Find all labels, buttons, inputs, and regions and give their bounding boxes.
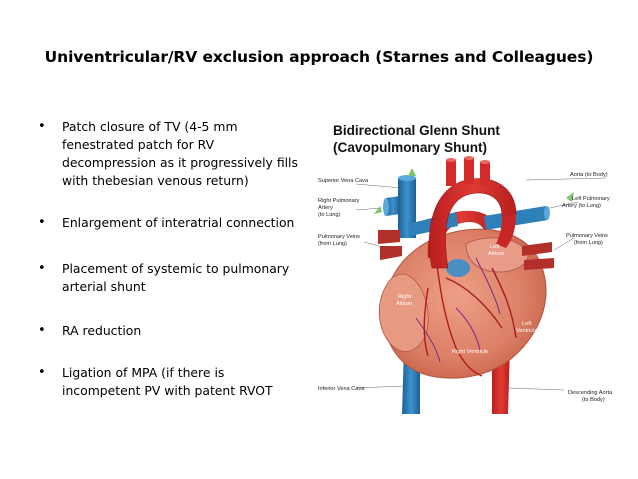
figure-title-line: (Cavopulmonary Shunt) [333,140,488,155]
label-aorta: Aorta (to Body) [570,172,608,178]
label-descending-aorta: (to Body) [582,397,605,403]
bullet-item: • Patch closure of TV (4-5 mm fenestrate… [36,118,316,190]
bullet-marker: • [38,261,46,276]
label-superior-vena-cava: Superior Vena Cava [318,178,369,184]
bullet-line: Placement of systemic to pulmonary [62,261,290,276]
bullet-item: • Placement of systemic to pulmonary art… [36,260,316,296]
pulmonary-veins-left [378,230,402,260]
bullet-list: • Patch closure of TV (4-5 mm fenestrate… [36,118,316,400]
label-left-ventricle: Left [522,321,532,327]
label-right-pulmonary-artery: Artery [318,205,333,211]
superior-vena-cava [383,175,416,238]
leader-lines [355,177,607,391]
bullet-line: Enlargement of interatrial connection [62,215,295,230]
slide-title: Univentricular/RV exclusion approach (St… [44,48,594,66]
bullet-line: with thebesian venous return) [62,173,249,188]
label-left-pulmonary-artery: Artery (to Lung) [562,203,601,209]
chamber-labels: Left Atrium Right Atrium Left Ventricle … [396,244,537,355]
bullet-line: decompression as it progressively fills [62,155,298,170]
label-right-ventricle: Right Ventricle [452,349,488,355]
heart-illustration: Superior Vena Cava Right Pulmonary Arter… [318,156,613,414]
bullet-line: fenestrated patch for RV [62,137,215,152]
label-right-pulmonary-artery: (to Lung) [318,212,341,218]
bullet-line: RA reduction [62,323,142,338]
label-left-atrium: Atrium [488,251,505,257]
figure-title: Bidirectional Glenn Shunt (Cavopulmonary… [333,122,500,156]
label-pulmonary-veins-right: Pulmonary Veins [566,233,608,239]
bullet-marker: • [38,215,46,230]
bullet-line: arterial shunt [62,279,146,294]
label-left-atrium: Left [490,244,500,250]
label-left-pulmonary-artery: Left Pulmonary [572,196,610,202]
label-right-atrium: Atrium [396,301,413,307]
labels-right: Aorta (to Body) Left Pulmonary Artery (t… [562,172,613,403]
bullet-marker: • [38,323,46,338]
bullet-marker: • [38,119,46,134]
bullet-line: incompetent PV with patent RVOT [62,383,273,398]
label-right-atrium: Right [398,294,412,300]
label-right-pulmonary-artery: Right Pulmonary [318,198,360,204]
aortic-arch [429,156,517,269]
label-pulmonary-veins-left: Pulmonary Veins [318,234,360,240]
bullet-item: • RA reduction [36,322,316,340]
figure-title-line: Bidirectional Glenn Shunt [333,123,500,138]
bullet-item: • Ligation of MPA (if there is incompete… [36,364,316,400]
bullet-item: • Enlargement of interatrial connection [36,214,316,232]
heart-body [378,228,547,379]
label-pulmonary-veins-left: (from Lung) [318,241,347,247]
label-pulmonary-veins-right: (from Lung) [574,240,603,246]
glenn-shunt-figure: Bidirectional Glenn Shunt (Cavopulmonary… [316,118,616,418]
bullet-line: Patch closure of TV (4-5 mm [62,119,238,134]
labels-left: Superior Vena Cava Right Pulmonary Arter… [318,178,369,392]
bullet-marker: • [38,365,46,380]
bullet-line: Ligation of MPA (if there is [62,365,225,380]
label-inferior-vena-cava: Inferior Vena Cava [318,386,365,392]
label-left-ventricle: Ventricle [516,328,537,334]
flow-arrows [374,168,574,214]
label-descending-aorta: Descending Aorta [568,390,613,396]
pulmonary-veins-right [522,242,554,270]
coronary-vessels [415,257,517,377]
